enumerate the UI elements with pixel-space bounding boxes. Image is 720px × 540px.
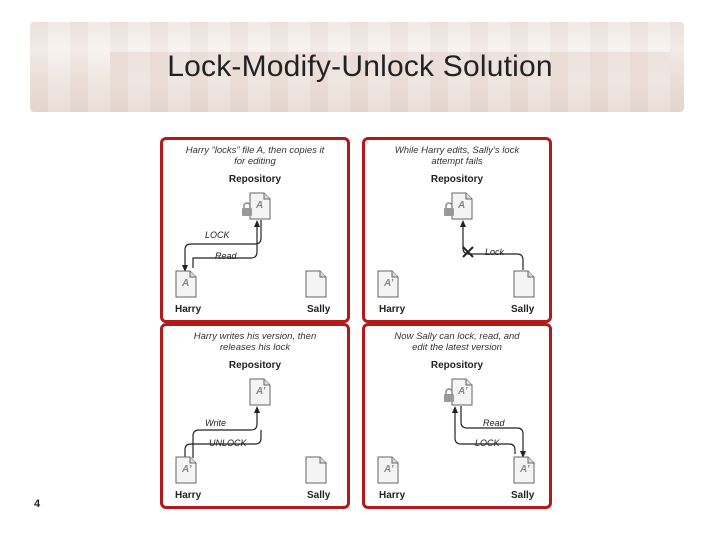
harry-file-name: A <box>182 278 190 289</box>
harry-file-icon: A <box>175 270 197 298</box>
repo-file-icon: A’ <box>249 378 271 406</box>
sally-file-icon <box>305 456 327 484</box>
panel-caption: Harry “locks” file A, then copies it for… <box>185 145 325 167</box>
sally-label: Sally <box>307 304 331 315</box>
lock-arrow-label: LOCK <box>475 438 500 448</box>
lock-arrow-label: LOCK <box>205 230 230 240</box>
harry-label: Harry <box>379 304 406 315</box>
flow-arrows <box>182 220 262 272</box>
panel-caption: Harry writes his version, then releases … <box>193 331 317 353</box>
harry-file-name: A’ <box>182 464 192 475</box>
panel-caption: While Harry edits, Sally’s lock attempt … <box>394 145 520 167</box>
repo-file-name: A’ <box>256 386 266 397</box>
flow-arrows <box>184 406 262 458</box>
panel-sally-lock-fails: While Harry edits, Sally’s lock attempt … <box>362 137 552 323</box>
sally-label: Sally <box>511 304 535 315</box>
harry-label: Harry <box>175 490 202 501</box>
harry-file-name: A’ <box>384 278 394 289</box>
harry-file-icon: A’ <box>377 456 399 484</box>
title-banner <box>30 22 684 112</box>
repository-label: Repository <box>228 174 282 185</box>
read-arrow-label: Read <box>215 251 237 261</box>
panel-harry-locks: Harry “locks” file A, then copies it for… <box>160 137 350 323</box>
sally-file-name: A’ <box>520 464 530 475</box>
repository-label: Repository <box>430 360 484 371</box>
sally-file-icon: A’ <box>513 456 535 484</box>
panel-sally-locks: Now Sally can lock, read, and edit the l… <box>362 323 552 509</box>
repository-label: Repository <box>430 174 484 185</box>
lock-icon <box>444 388 454 402</box>
write-arrow-label: Write <box>205 418 226 428</box>
repo-file-name: A <box>256 200 264 211</box>
sally-label: Sally <box>511 490 535 501</box>
harry-label: Harry <box>175 304 202 315</box>
repository-label: Repository <box>228 360 282 371</box>
slide-title: Lock-Modify-Unlock Solution <box>167 50 553 83</box>
sally-label: Sally <box>307 490 331 501</box>
lock-icon <box>444 202 454 216</box>
panel-caption: Now Sally can lock, read, and edit the l… <box>394 331 520 353</box>
slide-number: 4 <box>34 498 41 510</box>
lock-icon <box>242 202 252 216</box>
flow-arrows <box>460 220 524 270</box>
flow-arrows <box>452 406 526 458</box>
repo-file-name: A <box>458 200 466 211</box>
sally-file-icon <box>305 270 327 298</box>
sally-file-icon <box>513 270 535 298</box>
unlock-arrow-label: UNLOCK <box>209 438 247 448</box>
lock-arrow-label: Lock <box>485 247 505 257</box>
repo-file-icon: A <box>451 192 473 220</box>
harry-file-icon: A’ <box>377 270 399 298</box>
read-arrow-label: Read <box>483 418 505 428</box>
repo-file-name: A’ <box>458 386 468 397</box>
harry-label: Harry <box>379 490 406 501</box>
harry-file-icon: A’ <box>175 456 197 484</box>
harry-file-name: A’ <box>384 464 394 475</box>
panel-harry-writes-unlocks: Harry writes his version, then releases … <box>160 323 350 509</box>
